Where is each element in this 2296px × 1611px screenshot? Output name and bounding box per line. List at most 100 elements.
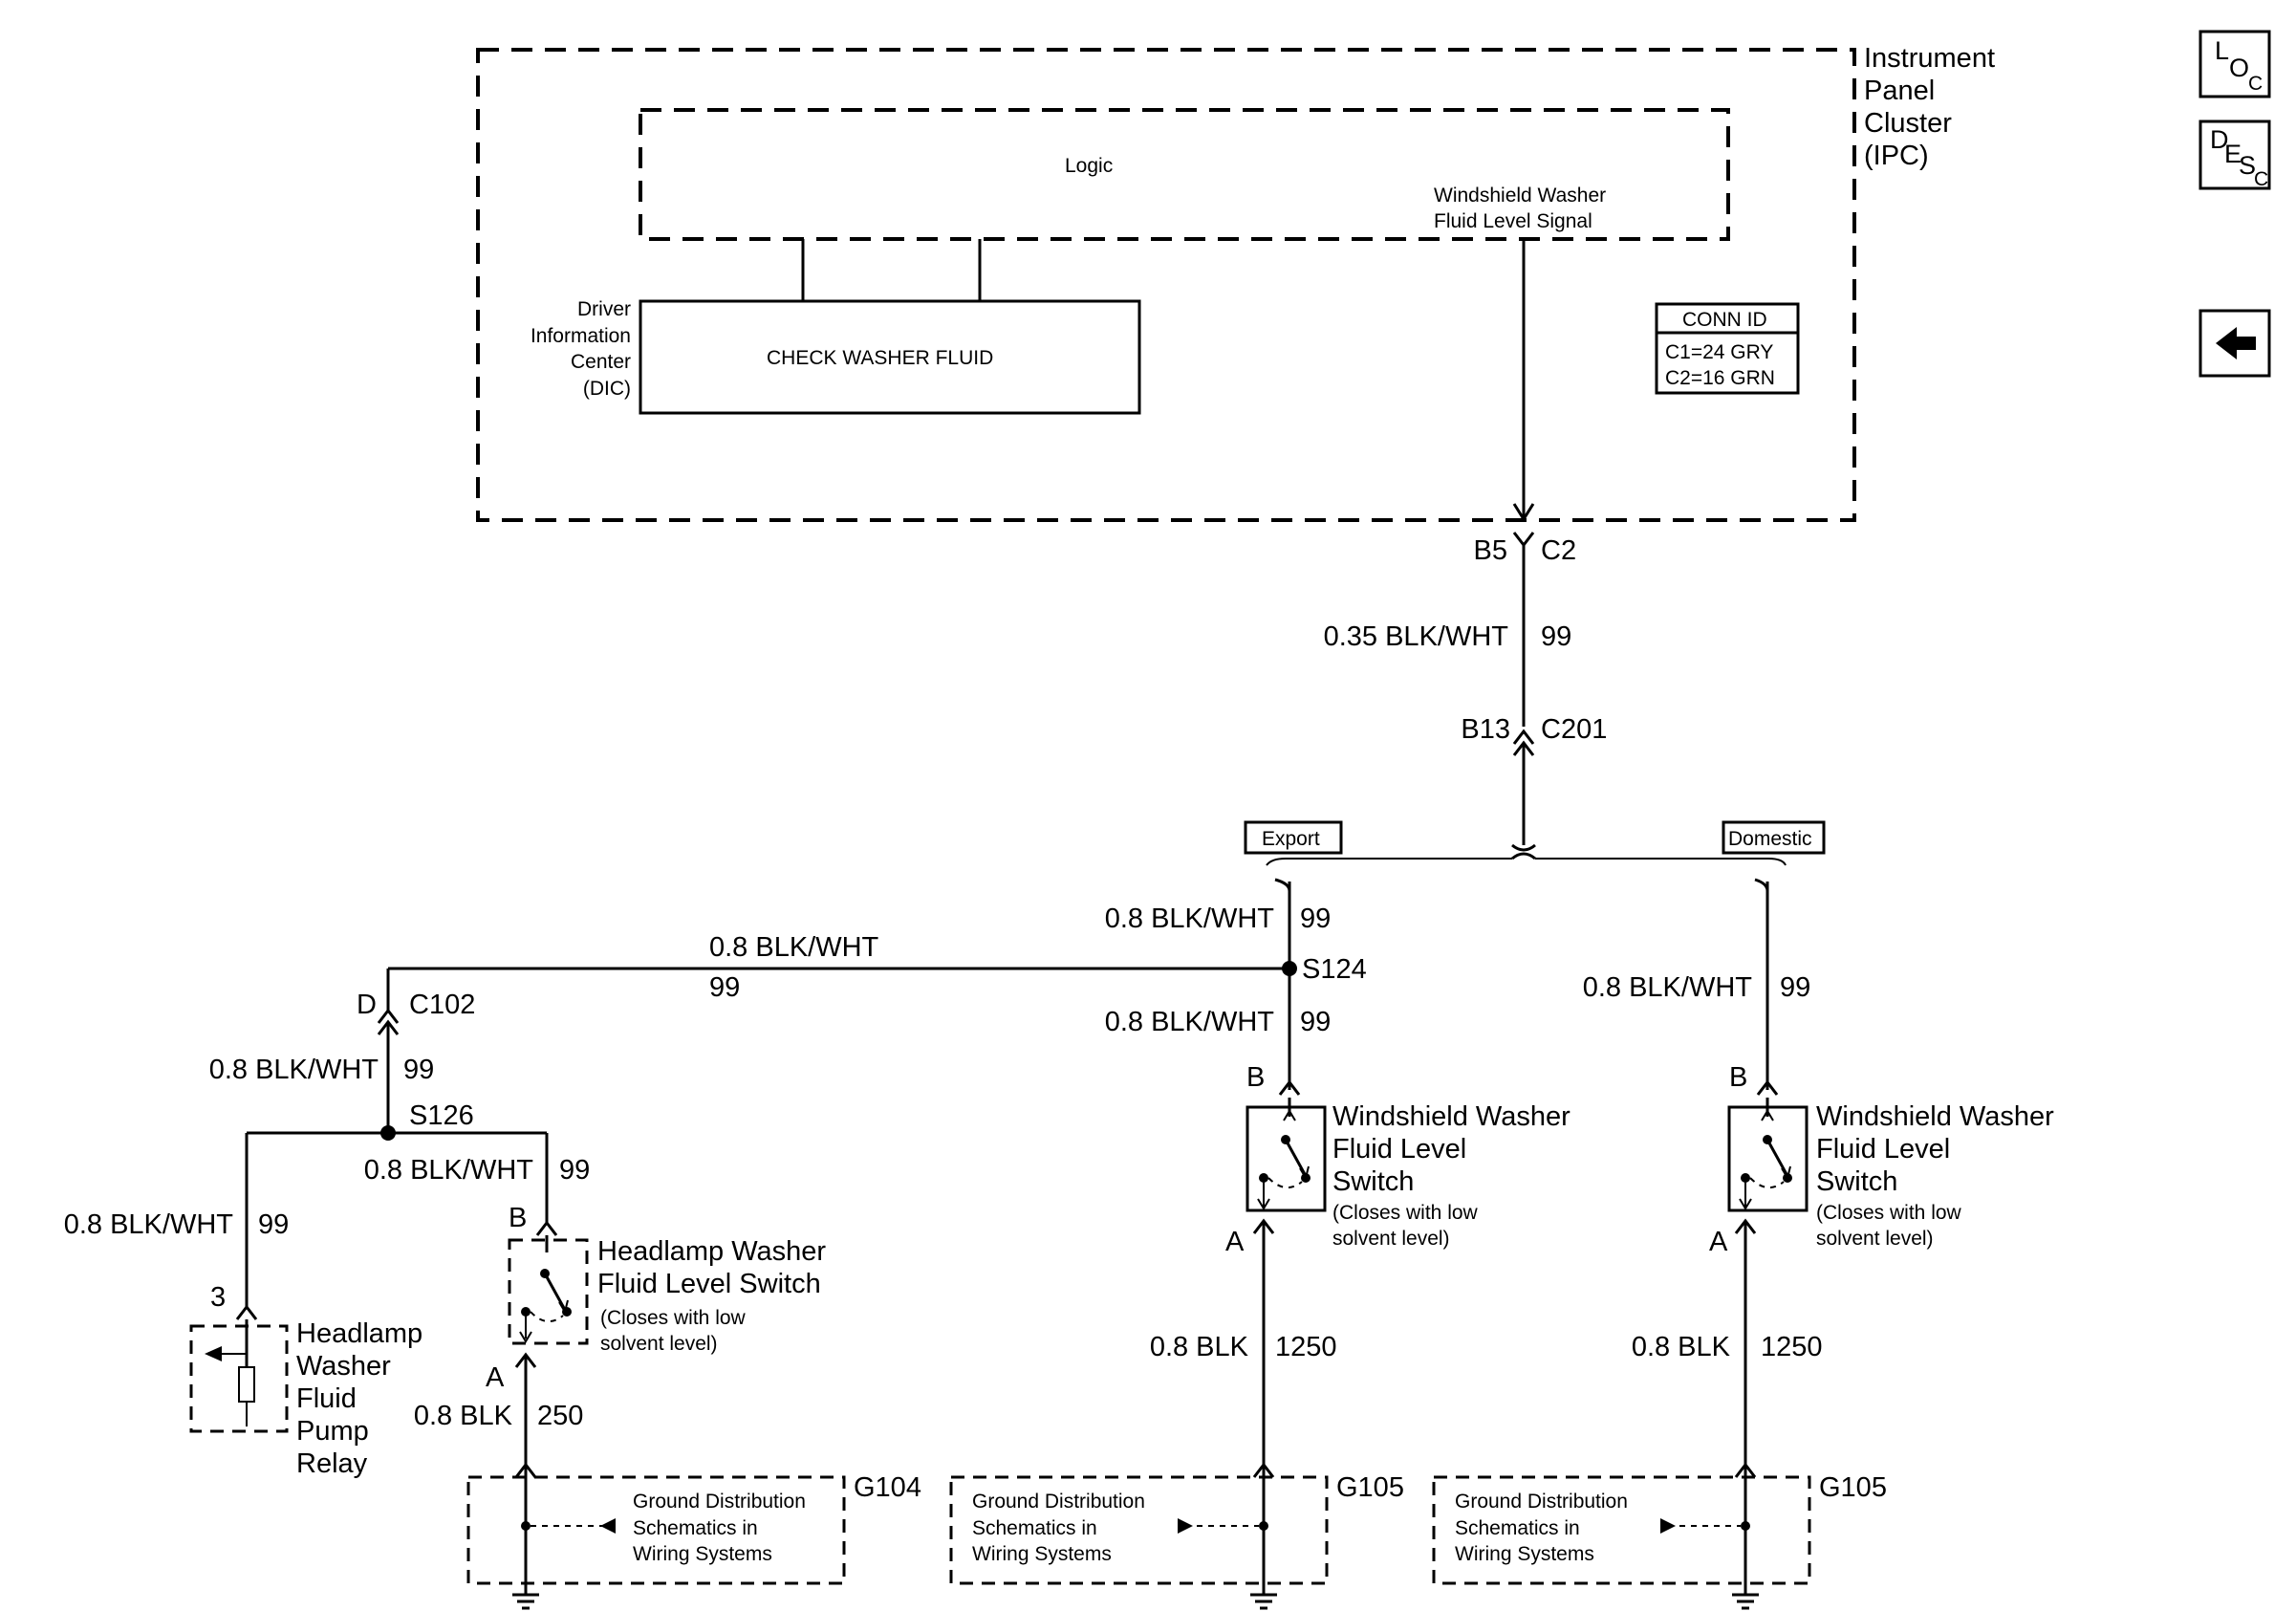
logic-label: Logic xyxy=(1065,155,1113,177)
ipc-wire-circuit: 99 xyxy=(1541,621,1571,652)
svg-text:Switch: Switch xyxy=(1816,1166,1897,1197)
dic-box xyxy=(639,299,1141,415)
export-switch-pin-b: B xyxy=(1246,1062,1265,1093)
hl-switch-wire-circuit: 99 xyxy=(559,1155,590,1186)
ground-g105-domestic: Ground Distribution Schematics in Wiring… xyxy=(1432,1462,1887,1610)
export-ground-circuit: 1250 xyxy=(1275,1332,1337,1362)
relay-wire-circuit: 99 xyxy=(258,1209,289,1240)
export-bottom-gauge: 0.8 BLK/WHT xyxy=(1105,1007,1275,1037)
c102-wire-circuit: 99 xyxy=(403,1055,434,1085)
svg-text:Center: Center xyxy=(571,351,631,373)
svg-text:Ground Distribution: Ground Distribution xyxy=(972,1491,1145,1513)
connector-c2: B5 C2 xyxy=(1474,532,1576,566)
export-option-box xyxy=(1244,820,1343,855)
svg-text:Fluid Level Switch: Fluid Level Switch xyxy=(597,1269,821,1299)
export-switch-label: Windshield Washer Fluid Level Switch (Cl… xyxy=(1332,1101,1570,1250)
ipc-wire-gauge: 0.35 BLK/WHT xyxy=(1324,621,1509,652)
svg-text:Headlamp: Headlamp xyxy=(296,1318,422,1349)
dic-label: Driver Information Center (DIC) xyxy=(531,298,631,400)
svg-text:Fluid Level: Fluid Level xyxy=(1816,1134,1950,1165)
svg-text:Windshield Washer: Windshield Washer xyxy=(1332,1101,1570,1132)
svg-text:B13: B13 xyxy=(1461,714,1510,745)
domestic-fluid-level-switch xyxy=(1727,1098,1809,1212)
svg-text:Windshield Washer: Windshield Washer xyxy=(1816,1101,2054,1132)
svg-text:Fluid: Fluid xyxy=(296,1383,357,1414)
svg-text:solvent level): solvent level) xyxy=(1332,1228,1450,1250)
export-switch-pin-a: A xyxy=(1225,1227,1245,1257)
svg-text:(Closes with low: (Closes with low xyxy=(1816,1202,1962,1224)
export-ground-gauge: 0.8 BLK xyxy=(1150,1332,1249,1362)
svg-text:Washer: Washer xyxy=(296,1351,391,1382)
hl-switch-wire-gauge: 0.8 BLK/WHT xyxy=(364,1155,534,1186)
svg-text:Headlamp Washer: Headlamp Washer xyxy=(597,1236,826,1267)
connector-c102: D C102 xyxy=(357,990,475,1035)
export-bottom-circuit: 99 xyxy=(1300,1007,1331,1037)
svg-text:G104: G104 xyxy=(854,1472,921,1503)
headlamp-washer-pump-relay xyxy=(189,1319,289,1433)
hl-switch-pin-a: A xyxy=(486,1362,505,1393)
desc-letter-c: C xyxy=(2254,168,2268,190)
signal-label-line1: Windshield Washer xyxy=(1434,185,1606,207)
svg-text:Switch: Switch xyxy=(1332,1166,1414,1197)
logic-box xyxy=(639,108,1730,241)
domestic-wire-gauge: 0.8 BLK/WHT xyxy=(1583,972,1753,1003)
svg-text:(Closes with low: (Closes with low xyxy=(1332,1202,1479,1224)
domestic-switch-label: Windshield Washer Fluid Level Switch (Cl… xyxy=(1816,1101,2054,1250)
relay-pin-3: 3 xyxy=(210,1282,226,1313)
signal-label-line2: Fluid Level Signal xyxy=(1434,210,1592,232)
svg-text:G105: G105 xyxy=(1336,1472,1404,1503)
svg-text:Information: Information xyxy=(531,325,631,347)
svg-text:D: D xyxy=(357,990,377,1020)
svg-text:CONN ID: CONN ID xyxy=(1682,309,1767,331)
domestic-option-label: Domestic xyxy=(1728,828,1812,850)
svg-text:Relay: Relay xyxy=(296,1448,368,1479)
svg-text:Ground Distribution: Ground Distribution xyxy=(1455,1491,1628,1513)
loc-button[interactable]: L O C xyxy=(2199,30,2271,98)
svg-text:B5: B5 xyxy=(1474,535,1507,566)
export-top-gauge: 0.8 BLK/WHT xyxy=(1105,903,1275,934)
loc-letter-o: O xyxy=(2229,54,2249,82)
export-top-circuit: 99 xyxy=(1300,903,1331,934)
desc-button[interactable]: D E S C xyxy=(2199,120,2271,190)
splice-s124-label: S124 xyxy=(1302,954,1367,985)
domestic-wire-circuit: 99 xyxy=(1780,972,1810,1003)
svg-text:Cluster: Cluster xyxy=(1864,108,1952,139)
relay-wire-gauge: 0.8 BLK/WHT xyxy=(64,1209,234,1240)
hl-ground-gauge: 0.8 BLK xyxy=(414,1401,513,1431)
svg-text:C2=16 GRN: C2=16 GRN xyxy=(1665,367,1775,389)
svg-text:(DIC): (DIC) xyxy=(583,378,631,400)
svg-text:Driver: Driver xyxy=(577,298,631,320)
svg-text:C201: C201 xyxy=(1541,714,1607,745)
svg-text:(IPC): (IPC) xyxy=(1864,141,1929,171)
ipc-label: Instrument Panel Cluster (IPC) xyxy=(1864,43,1995,171)
hl-switch-pin-b: B xyxy=(509,1203,527,1233)
ipc-box xyxy=(476,48,1856,522)
loc-letter-l: L xyxy=(2215,36,2229,65)
svg-text:Fluid Level: Fluid Level xyxy=(1332,1134,1466,1165)
svg-text:Schematics in: Schematics in xyxy=(1455,1517,1580,1539)
export-fluid-level-switch xyxy=(1245,1098,1327,1212)
relay-label: Headlamp Washer Fluid Pump Relay xyxy=(296,1318,422,1479)
desc-letter-d: D xyxy=(2210,125,2229,154)
svg-text:C2: C2 xyxy=(1541,535,1576,566)
svg-text:Schematics in: Schematics in xyxy=(633,1517,758,1539)
loc-letter-c: C xyxy=(2248,73,2263,95)
horizontal-wire-gauge: 0.8 BLK/WHT xyxy=(709,932,879,963)
back-button[interactable] xyxy=(2199,309,2271,378)
domestic-switch-pin-b: B xyxy=(1729,1062,1747,1093)
horizontal-wire-circuit: 99 xyxy=(709,972,740,1003)
export-option-label: Export xyxy=(1262,828,1320,850)
splice-s126-label: S126 xyxy=(409,1100,474,1131)
headlamp-fluid-level-switch xyxy=(508,1235,589,1345)
domestic-switch-pin-a: A xyxy=(1709,1227,1728,1257)
svg-text:Wiring Systems: Wiring Systems xyxy=(1455,1543,1594,1565)
ground-g104: Ground Distribution Schematics in Wiring… xyxy=(466,1462,921,1610)
svg-text:solvent level): solvent level) xyxy=(1816,1228,1934,1250)
domestic-ground-gauge: 0.8 BLK xyxy=(1632,1332,1731,1362)
desc-letter-e: E xyxy=(2224,140,2242,168)
hl-ground-circuit: 250 xyxy=(537,1401,583,1431)
conn-id-table: CONN ID C1=24 GRY C2=16 GRN xyxy=(1655,302,1800,395)
desc-letter-s: S xyxy=(2239,151,2256,180)
svg-text:C1=24 GRY: C1=24 GRY xyxy=(1665,341,1773,363)
